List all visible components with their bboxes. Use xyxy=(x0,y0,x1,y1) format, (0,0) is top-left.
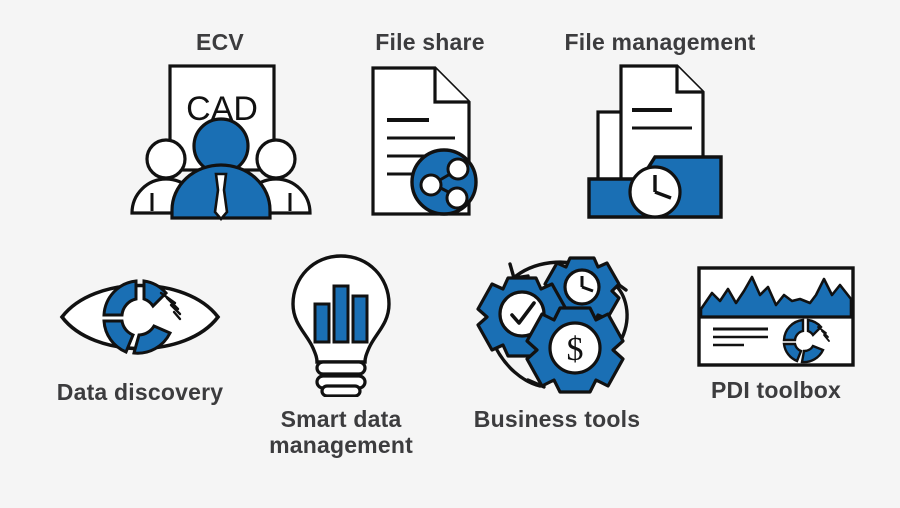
dashboard-chart-icon xyxy=(696,265,856,368)
folder-clock-icon xyxy=(585,62,735,222)
lightbulb-bar-chart-icon xyxy=(281,252,401,397)
grid-item-business-tools[interactable]: $ Business tools xyxy=(462,252,652,433)
grid-item-smart-data-management[interactable]: Smart data management xyxy=(258,252,424,459)
business-tools-label: Business tools xyxy=(473,406,641,432)
grid-item-ecv[interactable]: ECV CAD xyxy=(110,29,330,222)
pdi-toolbox-label: PDI toolbox xyxy=(711,377,841,403)
file-share-label: File share xyxy=(375,29,485,55)
grid-item-pdi-toolbox[interactable]: PDI toolbox xyxy=(676,265,876,404)
gears-cycle-icon: $ xyxy=(470,252,645,397)
document-share-icon xyxy=(365,62,495,222)
smart-data-management-label: Smart data management xyxy=(269,406,413,458)
data-discovery-label: Data discovery xyxy=(56,379,224,405)
grid-item-file-management[interactable]: File management xyxy=(540,29,780,222)
eye-donut-chart-icon xyxy=(58,265,223,370)
team-cad-presentation-icon: CAD xyxy=(128,62,313,222)
dollar-glyph: $ xyxy=(566,331,583,368)
grid-item-data-discovery[interactable]: Data discovery xyxy=(30,265,250,406)
file-management-label: File management xyxy=(564,29,756,55)
grid-item-file-share[interactable]: File share xyxy=(340,29,520,222)
ecv-label: ECV xyxy=(196,29,244,55)
